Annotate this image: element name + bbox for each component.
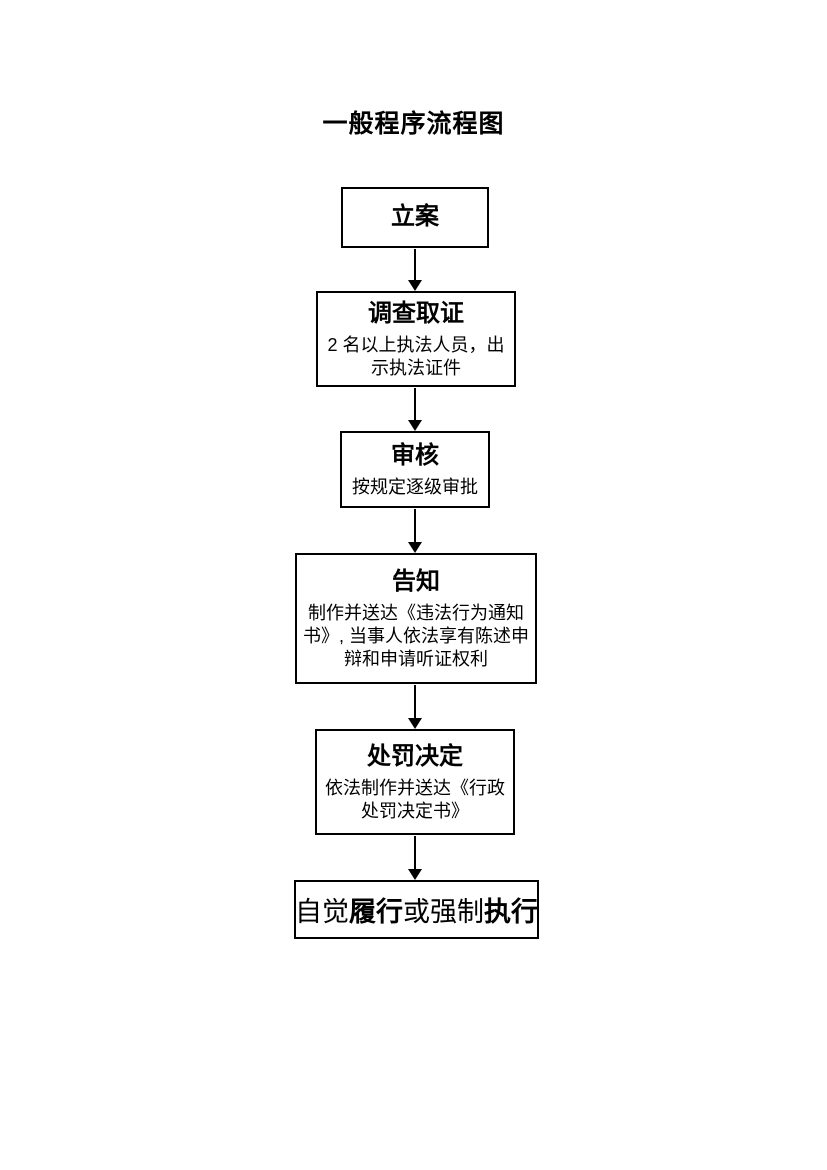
flow-node-execution: 自觉履行或强制执行 xyxy=(294,880,539,939)
arrow-head-icon xyxy=(408,280,422,291)
flow-node-title: 审核 xyxy=(391,442,439,470)
page-title: 一般程序流程图 xyxy=(322,111,505,138)
flow-node-penalty-decision: 处罚决定 依法制作并送达《行政处罚决定书》 xyxy=(315,729,515,835)
flow-node-text-part: 自觉 xyxy=(295,897,349,927)
flow-node-investigation: 调查取证 2 名以上执法人员，出示执法证件 xyxy=(316,291,516,387)
arrow-line xyxy=(414,249,416,280)
flow-node-body: 按规定逐级审批 xyxy=(352,476,478,497)
flow-node-body: 2 名以上执法人员，出示执法证件 xyxy=(327,334,505,378)
flow-node-text-part: 或强制 xyxy=(403,897,484,927)
arrow-head-icon xyxy=(408,420,422,431)
flow-arrow-5 xyxy=(408,836,422,880)
flow-node-notification: 告知 制作并送达《违法行为通知书》, 当事人依法享有陈述申辩和申请听证权利 xyxy=(295,553,537,684)
flow-node-title: 立案 xyxy=(391,203,439,231)
arrow-head-icon xyxy=(408,542,422,553)
flow-node-body: 制作并送达《违法行为通知书》, 当事人依法享有陈述申辩和申请听证权利 xyxy=(302,602,529,669)
flow-arrow-2 xyxy=(408,388,422,431)
flow-node-title: 处罚决定 xyxy=(367,743,463,771)
arrow-line xyxy=(414,836,416,869)
arrow-line xyxy=(414,509,416,542)
flow-node-text-part: 执行 xyxy=(484,897,538,927)
arrow-head-icon xyxy=(408,869,422,880)
flow-node-title: 调查取证 xyxy=(368,300,464,328)
flow-arrow-3 xyxy=(408,509,422,553)
arrow-line xyxy=(414,388,416,420)
flow-node-text-part: 履行 xyxy=(349,897,403,927)
flow-node-review: 审核 按规定逐级审批 xyxy=(340,431,490,508)
flow-node-body: 依法制作并送达《行政处罚决定书》 xyxy=(325,777,505,821)
arrow-line xyxy=(414,685,416,718)
flow-arrow-4 xyxy=(408,685,422,729)
arrow-head-icon xyxy=(408,718,422,729)
flow-node-case-filing: 立案 xyxy=(341,187,489,248)
flow-node-title: 告知 xyxy=(392,568,440,596)
flow-arrow-1 xyxy=(408,249,422,291)
